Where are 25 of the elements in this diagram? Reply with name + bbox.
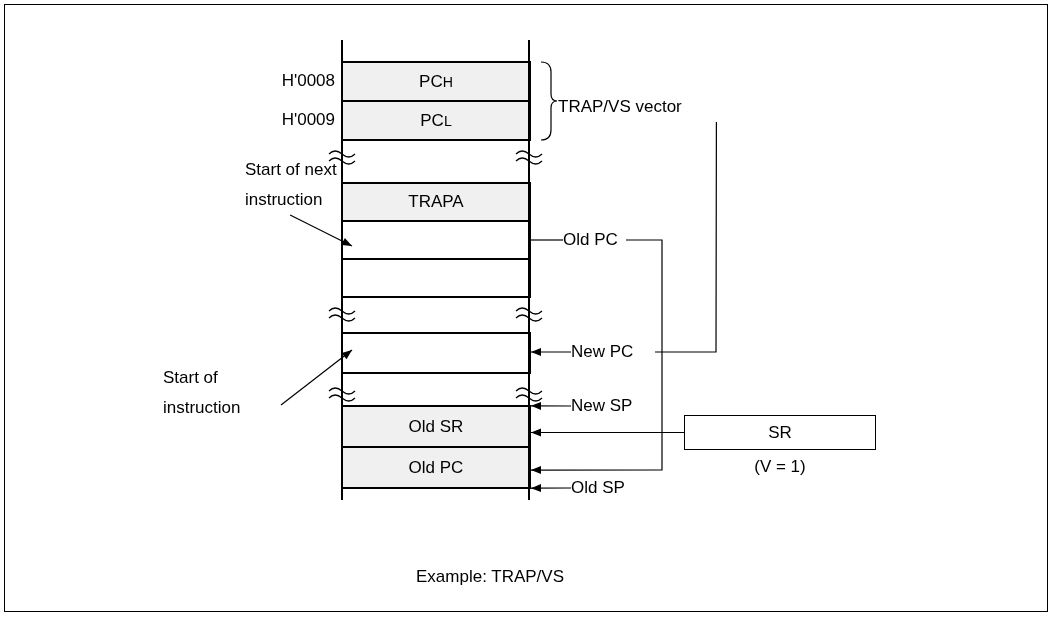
pointer-label: Old SP [571,473,647,503]
connector-line [530,239,564,241]
arrow [530,484,572,493]
arrow [530,239,663,475]
pointer-label: New SP [571,391,655,421]
address-label: H'0008 [280,70,335,92]
vector-label: TRAP/VS vector [558,92,718,122]
annotation-text: Start of instruction [163,363,281,423]
memory-cell: TRAPA [341,182,531,222]
diagram-caption: Example: TRAP/VS [415,566,565,588]
memory-cell: Old SR [341,405,531,448]
register-box: SR [684,415,876,450]
arrow [530,348,572,356]
arrow [289,214,353,247]
condition-note: (V = 1) [753,456,807,478]
arrow [530,401,572,410]
address-label: H'0009 [280,109,335,131]
arrow [280,349,353,406]
pointer-label: Old PC [563,225,626,255]
connector-line [654,121,717,353]
memory-cell [341,332,531,374]
arrow [530,428,685,437]
memory-cell: Old PC [341,446,531,489]
pointer-label: New PC [571,337,655,367]
memory-cell [341,258,531,298]
